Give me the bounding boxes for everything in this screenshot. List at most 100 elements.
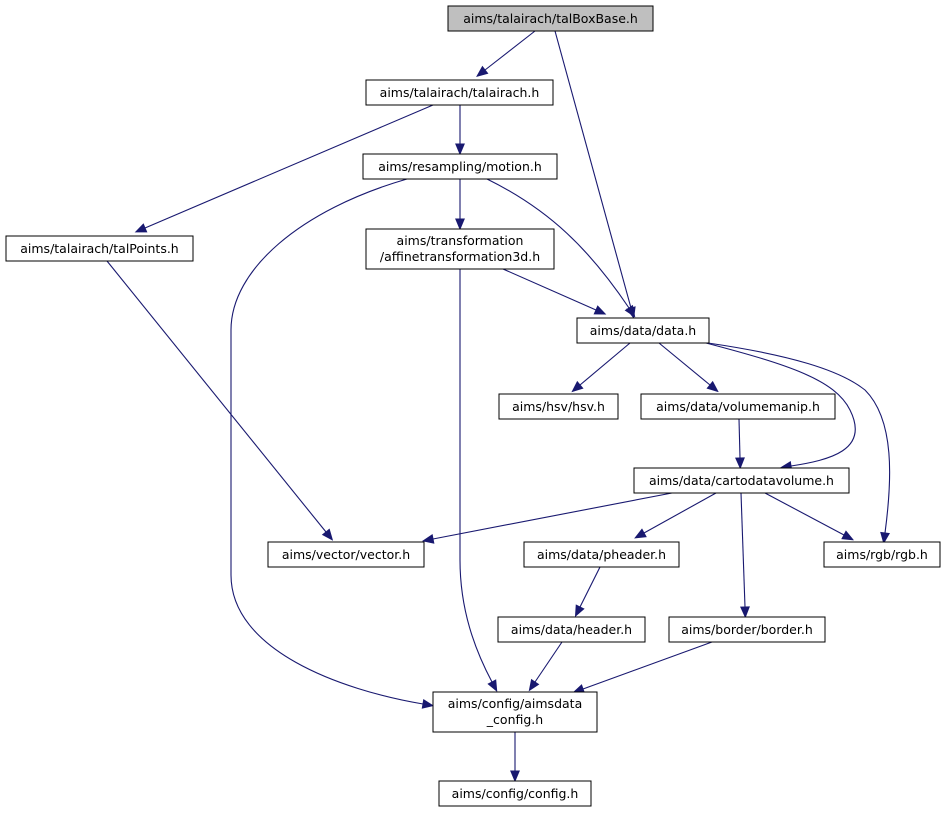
node-box <box>432 691 598 733</box>
node-label: aims/data/cartodatavolume.h <box>649 473 834 488</box>
node-rgb[interactable]: aims/rgb/rgb.h <box>823 541 941 568</box>
node-box <box>497 616 646 643</box>
arrowhead <box>841 530 854 541</box>
edge-cartodatavolume-to-vector <box>421 492 673 544</box>
node-box <box>438 780 592 807</box>
edge-aimsdata_config-to-config <box>510 732 520 783</box>
arrowhead <box>528 678 540 692</box>
node-box <box>640 393 836 420</box>
arrowhead <box>740 606 750 619</box>
edge-line <box>230 178 424 705</box>
node-box <box>498 393 619 420</box>
edge-line <box>502 268 597 311</box>
arrowhead <box>593 305 607 315</box>
node-talpoints[interactable]: aims/talairach/talPoints.h <box>5 235 194 262</box>
edge-affine-to-aimsdata_config <box>459 269 498 692</box>
node-header[interactable]: aims/data/header.h <box>497 616 646 643</box>
edge-line <box>705 342 856 467</box>
header-file-nodes: aims/talairach/talBoxBase.h aims/talairac… <box>5 5 941 807</box>
node-label: aims/rgb/rgb.h <box>836 547 928 562</box>
node-box <box>576 317 710 344</box>
node-label: _config.h <box>486 712 543 727</box>
edge-motion-to-affine <box>455 179 465 231</box>
edge-line <box>579 342 631 386</box>
node-aimsdata_config[interactable]: aims/config/aimsdata_config.h <box>432 691 598 733</box>
node-vector[interactable]: aims/vector/vector.h <box>267 541 425 568</box>
edge-talpoints-to-vector <box>106 260 334 541</box>
edge-talboxbase-to-data <box>554 30 636 319</box>
node-label: aims/data/data.h <box>590 323 696 338</box>
node-label: aims/talairach/talBoxBase.h <box>463 11 638 26</box>
edge-data-to-hsv <box>571 342 631 393</box>
edge-cartodatavolume-to-rgb <box>764 492 854 541</box>
edge-affine-to-data <box>502 268 607 315</box>
edge-talboxbase-to-talairach <box>476 30 536 77</box>
edge-talairach-to-talpoints <box>134 104 434 233</box>
node-box <box>365 228 555 270</box>
node-volumemanip[interactable]: aims/data/volumemanip.h <box>640 393 836 420</box>
edge-volumemanip-to-cartodatavolume <box>735 418 745 470</box>
arrowhead <box>321 528 334 541</box>
edge-line <box>484 30 536 71</box>
arrowhead <box>455 143 465 156</box>
arrowhead <box>571 380 584 393</box>
edge-cartodatavolume-to-border <box>740 492 750 619</box>
node-label: aims/config/config.h <box>452 786 579 801</box>
node-box <box>633 467 850 494</box>
node-label: aims/transformation <box>397 233 524 248</box>
node-label: aims/border/border.h <box>681 622 813 637</box>
arrowhead <box>510 770 520 783</box>
arrowhead <box>574 604 585 618</box>
node-motion[interactable]: aims/resampling/motion.h <box>362 153 558 180</box>
edge-motion-to-aimsdata_config <box>230 178 435 709</box>
node-box <box>365 79 554 106</box>
node-affine[interactable]: aims/transformation/affinetransformation… <box>365 228 555 270</box>
edge-line <box>459 269 493 683</box>
node-talairach[interactable]: aims/talairach/talairach.h <box>365 79 554 106</box>
edge-line <box>144 104 434 229</box>
node-label: aims/data/header.h <box>511 622 632 637</box>
node-label: aims/resampling/motion.h <box>378 159 542 174</box>
arrowhead <box>880 531 890 545</box>
arrowhead <box>487 679 498 692</box>
arrowhead <box>706 380 719 393</box>
edge-data-to-rgb <box>707 342 891 545</box>
node-box <box>447 5 654 32</box>
node-label: aims/talairach/talPoints.h <box>20 241 178 256</box>
edge-line <box>554 30 632 309</box>
node-label: /affinetransformation3d.h <box>380 249 540 264</box>
edge-line <box>486 178 630 309</box>
node-box <box>823 541 941 568</box>
edge-data-to-volumemanip <box>658 342 719 393</box>
node-pheader[interactable]: aims/data/pheader.h <box>523 541 680 568</box>
arrowhead <box>455 218 465 231</box>
node-box <box>523 541 680 568</box>
node-label: aims/data/pheader.h <box>537 547 666 562</box>
node-box <box>668 616 826 643</box>
edge-line <box>534 641 563 683</box>
node-cartodatavolume[interactable]: aims/data/cartodatavolume.h <box>633 467 850 494</box>
arrowhead <box>421 534 435 544</box>
edge-pheader-to-header <box>574 566 601 618</box>
node-data[interactable]: aims/data/data.h <box>576 317 710 344</box>
arrowhead <box>634 528 647 539</box>
edge-border-to-aimsdata_config <box>572 641 713 694</box>
arrowhead <box>735 457 745 470</box>
edge-cartodatavolume-to-pheader <box>634 492 717 539</box>
node-hsv[interactable]: aims/hsv/hsv.h <box>498 393 619 420</box>
arrowhead <box>624 304 636 318</box>
node-label: aims/vector/vector.h <box>282 547 410 562</box>
node-box <box>5 235 194 262</box>
node-border[interactable]: aims/border/border.h <box>668 616 826 643</box>
edge-line <box>764 492 845 536</box>
edge-motion-to-data <box>486 178 636 318</box>
edge-line <box>707 342 891 534</box>
node-label: aims/talairach/talairach.h <box>380 85 540 100</box>
edge-line <box>582 641 713 690</box>
node-config[interactable]: aims/config/config.h <box>438 780 592 807</box>
node-label: aims/data/volumemanip.h <box>656 399 820 414</box>
edge-line <box>579 566 601 608</box>
node-talboxbase[interactable]: aims/talairach/talBoxBase.h <box>447 5 654 32</box>
node-label: aims/config/aimsdata <box>448 696 582 711</box>
